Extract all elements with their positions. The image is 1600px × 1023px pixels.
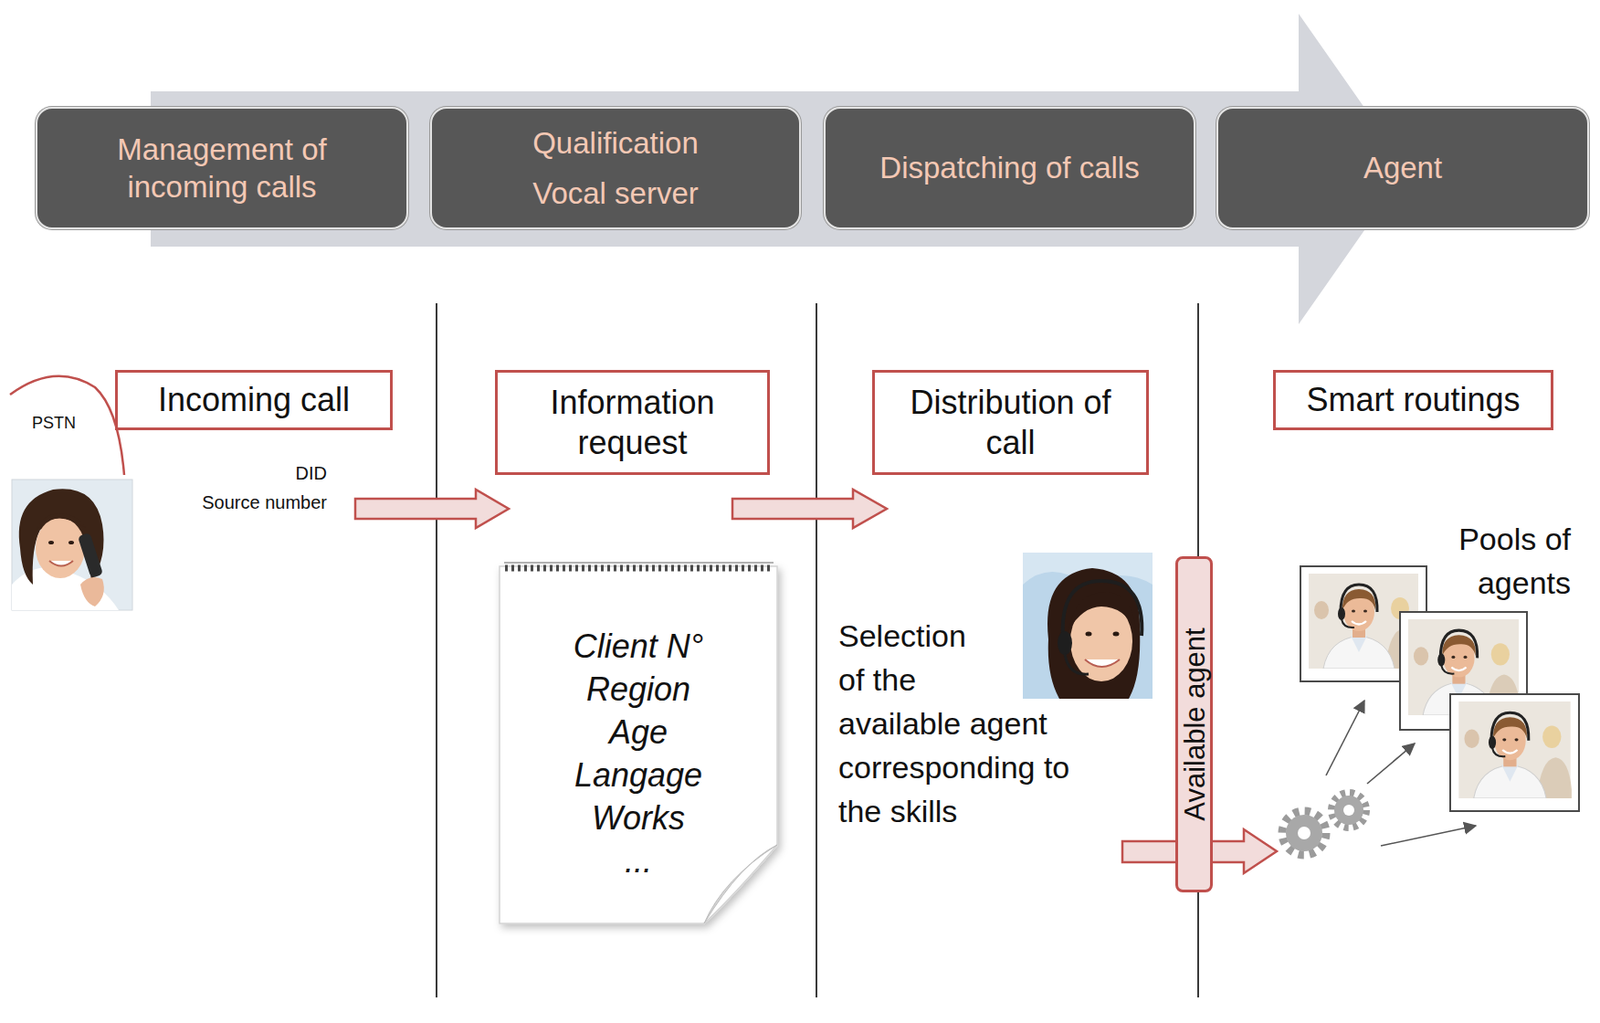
vertical-text: Available agent [1179, 627, 1209, 821]
box-text: Region [586, 667, 691, 711]
stage-label-box: Distribution of call [872, 369, 1149, 475]
process-step-box: Dispatching of calls [823, 106, 1196, 230]
process-step-box: Agent [1216, 106, 1590, 230]
box-text: Agent [1363, 148, 1443, 187]
wrap-spacer [984, 613, 1104, 702]
box-text: Distribution of call [889, 382, 1132, 464]
box-text: Smart routings [1305, 379, 1520, 421]
network-label: PSTN [31, 412, 76, 434]
notepad-sheet [499, 562, 778, 924]
signal-label: DID [295, 462, 327, 485]
box-text: Client N° [573, 624, 704, 668]
box-text: Vocal server [532, 174, 699, 212]
box-text: Management of incoming calls [63, 130, 381, 207]
stage-label-box: Incoming call [115, 369, 393, 431]
agent-photo [1022, 552, 1153, 699]
group-caption: Pools of agents [1433, 516, 1571, 605]
pstn-line [10, 376, 125, 475]
box-text: Information request [512, 382, 753, 464]
process-step-box: Management of incoming calls [35, 106, 409, 230]
agent-pool-frame [1300, 566, 1579, 811]
signal-label: Source number [201, 491, 327, 515]
notepad-box: Client N°RegionAgeLangageWorks... [499, 558, 778, 924]
box-text: Dispatching of calls [879, 148, 1139, 187]
box-text: Age [609, 710, 668, 754]
box-text: Qualification [532, 124, 699, 162]
description-text: Selection of the available agent corresp… [838, 613, 1104, 833]
box-text: Works [591, 796, 685, 840]
box-text: Langage [574, 753, 703, 797]
process-step-box: QualificationVocal server [430, 106, 801, 230]
box-text: Incoming call [157, 379, 350, 421]
stage-label-box: Information request [494, 369, 770, 475]
box-text: ... [624, 839, 653, 883]
flow-arrow [355, 489, 1277, 874]
stage-label-box: Smart routings [1273, 369, 1554, 431]
caller-photo [11, 479, 133, 611]
column-separator [436, 303, 1199, 998]
gear-icon [1282, 792, 1367, 855]
vertical-band: Available agent [1175, 556, 1213, 893]
